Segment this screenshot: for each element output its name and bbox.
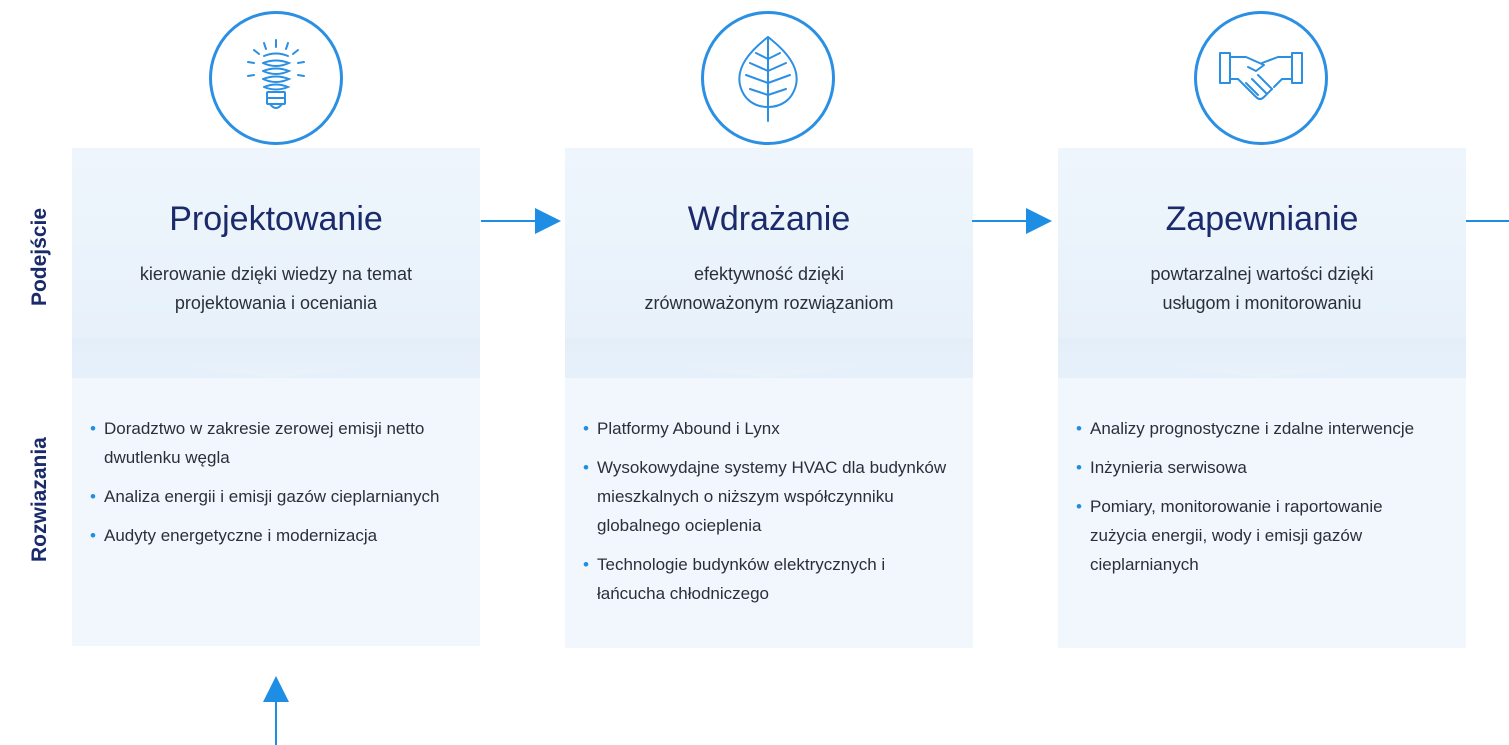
side-label-solutions: Rozwiazania <box>28 437 51 562</box>
arrow-head <box>1026 208 1052 234</box>
solution-list: Platformy Abound i Lynx Wysokowydajne sy… <box>565 378 973 608</box>
list-item: Wysokowydajne systemy HVAC dla budynków … <box>583 453 949 540</box>
card-subtitle: powtarzalnej wartości dzięki usługom i m… <box>1150 264 1374 313</box>
side-label-approach: Podejście <box>28 207 51 307</box>
card-assurance: Zapewnianie powtarzalnej wartości dzięki… <box>1058 148 1466 648</box>
list-item: Platformy Abound i Lynx <box>583 414 949 443</box>
flow-arrow-3 <box>1466 220 1509 222</box>
card-design: Projektowanie kierowanie dzięki wiedzy n… <box>72 148 480 646</box>
card-header: Wdrażanie efektywność dzięki zrównoważon… <box>565 148 973 378</box>
list-item: Analiza energii i emisji gazów cieplarni… <box>90 482 456 511</box>
card-implementation: Wdrażanie efektywność dzięki zrównoważon… <box>565 148 973 648</box>
card-header: Projektowanie kierowanie dzięki wiedzy n… <box>72 148 480 378</box>
list-item: Analizy prognostyczne i zdalne interwenc… <box>1076 414 1442 443</box>
card-title: Projektowanie <box>169 200 383 238</box>
chevron-divider <box>1058 338 1466 378</box>
lightbulb-icon-circle <box>209 11 343 145</box>
list-item: Doradztwo w zakresie zerowej emisji nett… <box>90 414 456 472</box>
chevron-divider <box>72 338 480 378</box>
handshake-icon <box>1219 52 1303 100</box>
leaf-icon-circle <box>701 11 835 145</box>
loop-arrow-head <box>263 676 289 702</box>
lightbulb-icon <box>247 39 305 109</box>
list-item: Pomiary, monitorowanie i raportowanie zu… <box>1076 492 1442 579</box>
list-item: Inżynieria serwisowa <box>1076 453 1442 482</box>
flow-arrow-1 <box>481 208 561 234</box>
solution-list: Doradztwo w zakresie zerowej emisji nett… <box>72 378 480 550</box>
loop-arrow-up <box>275 700 277 745</box>
handshake-icon-circle <box>1194 11 1328 145</box>
chevron-divider <box>565 338 973 378</box>
list-item: Technologie budynków elektrycznych i łań… <box>583 550 949 608</box>
solution-list: Analizy prognostyczne i zdalne interwenc… <box>1058 378 1466 579</box>
card-title: Zapewnianie <box>1165 200 1359 238</box>
list-item: Audyty energetyczne i modernizacja <box>90 521 456 550</box>
arrow-head <box>535 208 561 234</box>
leaf-icon <box>738 36 798 122</box>
card-title: Wdrażanie <box>687 200 851 238</box>
card-subtitle: efektywność dzięki zrównoważonym rozwiąz… <box>644 264 894 313</box>
flow-arrow-2 <box>972 208 1052 234</box>
card-subtitle: kierowanie dzięki wiedzy na temat projek… <box>139 264 413 313</box>
card-header: Zapewnianie powtarzalnej wartości dzięki… <box>1058 148 1466 378</box>
